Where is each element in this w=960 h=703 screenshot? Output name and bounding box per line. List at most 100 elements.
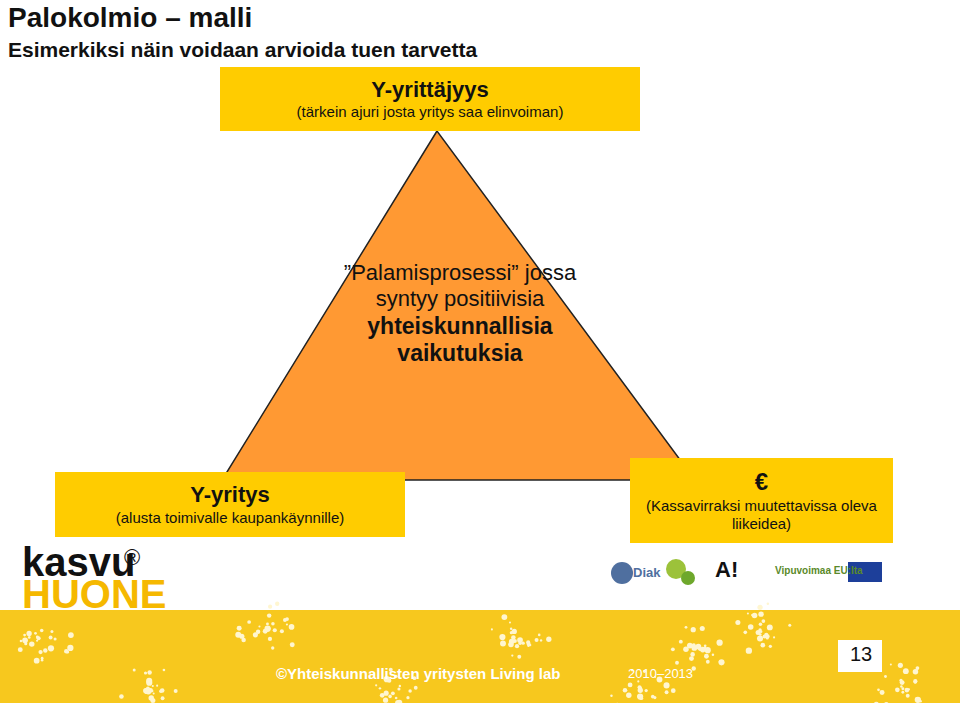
- slide-title: Palokolmio – malli: [8, 2, 252, 34]
- texture-dot: [899, 679, 902, 682]
- texture-dot: [512, 629, 517, 634]
- texture-dot: [119, 694, 124, 699]
- texture-dot: [28, 636, 31, 639]
- page-number-box: [838, 640, 882, 672]
- node-body: yhteiskunnallisia vaikutuksia: [330, 313, 590, 368]
- texture-dot: [268, 605, 272, 609]
- texture-dot: [665, 690, 669, 694]
- texture-dot: [510, 627, 512, 629]
- texture-dot: [610, 695, 612, 697]
- texture-dot: [700, 626, 705, 631]
- texture-dot: [706, 660, 710, 664]
- texture-dot: [747, 612, 749, 614]
- texture-dot: [146, 678, 152, 684]
- texture-dot: [760, 643, 765, 648]
- texture-dot: [663, 682, 669, 688]
- texture-dot: [133, 668, 136, 671]
- texture-dot: [884, 702, 889, 703]
- texture-dot: [877, 689, 880, 692]
- texture-dot: [152, 685, 154, 687]
- texture-dot: [763, 634, 767, 638]
- texture-dot: [275, 602, 279, 606]
- texture-dot: [20, 640, 23, 643]
- texture-dot: [406, 696, 409, 699]
- texture-dot: [280, 629, 284, 633]
- texture-dot: [915, 697, 921, 703]
- texture-dot: [267, 613, 271, 617]
- texture-dot: [895, 688, 900, 693]
- texture-dot: [38, 650, 42, 654]
- footer-text: ©Yhteiskunnallisten yritysten Living lab: [276, 666, 560, 683]
- texture-dot: [890, 663, 892, 665]
- subtitle: Esimerkiksi näin voidaan arvioida tuen t…: [8, 38, 477, 61]
- texture-dot: [397, 687, 400, 690]
- texture-dot: [491, 628, 493, 630]
- texture-dot: [748, 624, 754, 630]
- texture-dot: [247, 620, 251, 624]
- texture-dot: [174, 689, 178, 693]
- texture-dot: [149, 695, 154, 700]
- texture-dot: [757, 605, 762, 610]
- footer-band: [0, 610, 960, 703]
- texture-dot: [258, 625, 260, 627]
- texture-dot: [43, 648, 47, 652]
- texture-dot: [67, 645, 73, 651]
- texture-dot: [391, 691, 395, 695]
- texture-dot: [690, 652, 695, 657]
- texture-dot: [161, 696, 165, 700]
- texture-dot: [48, 645, 54, 651]
- footer-years: 2010–2013: [628, 667, 693, 681]
- texture-dot: [752, 613, 758, 619]
- texture-dot: [884, 675, 887, 678]
- texture-dot: [628, 683, 633, 688]
- texture-dot: [735, 620, 740, 625]
- node-body: (Kassavirraksi muutettavissa oleva liike…: [640, 497, 883, 533]
- texture-dot: [913, 679, 917, 683]
- texture-dot: [163, 669, 166, 672]
- texture-dot: [34, 658, 40, 664]
- texture-dot: [900, 685, 903, 688]
- texture-dot: [26, 631, 31, 636]
- texture-dot: [626, 693, 631, 698]
- texture-dot: [913, 669, 919, 675]
- texture-dot: [156, 685, 158, 687]
- texture-dot: [653, 696, 656, 699]
- texture-dot: [54, 637, 57, 640]
- texture-dot: [49, 636, 53, 640]
- texture-dot: [691, 627, 696, 632]
- texture-dot: [874, 702, 879, 703]
- texture-dot: [689, 656, 694, 661]
- texture-dot: [290, 642, 295, 647]
- texture-dot: [147, 688, 152, 693]
- texture-dot: [268, 628, 270, 630]
- texture-dot: [153, 692, 155, 694]
- texture-dot: [241, 638, 246, 643]
- texture-dot: [268, 637, 272, 641]
- texture-dot: [906, 694, 910, 698]
- texture-dot: [147, 670, 151, 674]
- page-number: 13: [850, 643, 872, 665]
- logo-text: Vipuvoimaa EU:lta: [775, 565, 863, 576]
- texture-dot: [521, 641, 524, 644]
- texture-dot: [759, 623, 763, 627]
- texture-dot: [637, 693, 643, 699]
- texture-dot: [769, 645, 772, 648]
- node-body: (tärkein ajuri josta yritys saa elinvoim…: [297, 103, 564, 121]
- node-heading: €: [755, 468, 768, 497]
- texture-dot: [773, 636, 775, 638]
- texture-dot: [704, 646, 707, 649]
- texture-dot: [414, 686, 418, 690]
- footer-dots: [18, 602, 922, 703]
- texture-dot: [671, 688, 676, 693]
- texture-dot: [18, 647, 23, 652]
- texture-dot: [399, 685, 401, 687]
- texture-dot: [758, 611, 763, 616]
- texture-dot: [896, 689, 899, 692]
- texture-dot: [271, 646, 274, 649]
- texture-dot: [40, 629, 44, 633]
- texture-dot: [704, 654, 709, 659]
- texture-dot: [671, 647, 675, 651]
- texture-dot: [538, 634, 541, 637]
- texture-dot: [880, 690, 885, 695]
- texture-dot: [692, 643, 696, 647]
